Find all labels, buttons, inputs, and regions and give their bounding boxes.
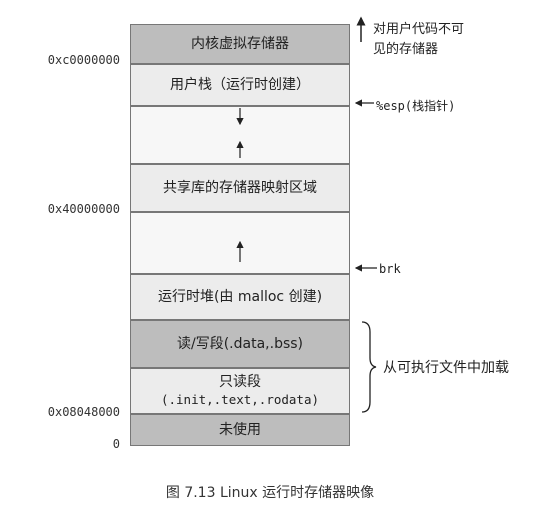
address-shared-base: 0x40000000 [47, 202, 120, 216]
read-write-segment: 读/写段(.data,.bss) [130, 320, 350, 368]
user-stack-label: 用户栈（运行时创建） [170, 77, 310, 93]
runtime-heap-label: 运行时堆(由 malloc 创建) [157, 289, 323, 305]
figure-caption: 图 7.13 Linux 运行时存储器映像 [165, 485, 375, 501]
read-write-label: 读/写段(.data,.bss) [177, 336, 303, 352]
kernel-memory-label: 内核虚拟存储器 [191, 36, 289, 52]
kernel-invisible-note-line2: 见的存储器 [373, 42, 439, 57]
brk-pointer-label: brk [379, 262, 401, 276]
executable-segments-brace [361, 321, 377, 413]
address-zero: 0 [112, 437, 120, 451]
read-only-segment: 只读段 (.init,.text,.rodata) [130, 368, 350, 414]
runtime-heap-segment: 运行时堆(由 malloc 创建) [130, 274, 350, 320]
read-only-sections-label: (.init,.text,.rodata) [160, 392, 320, 407]
unused-segment: 未使用 [130, 414, 350, 446]
kernel-invisible-note-line1: 对用户代码不可 [373, 22, 465, 37]
shared-library-label: 共享库的存储器映射区域 [163, 180, 317, 196]
shared-library-segment: 共享库的存储器映射区域 [130, 164, 350, 212]
kernel-memory-segment: 内核虚拟存储器 [130, 24, 350, 64]
address-text-base: 0x08048000 [47, 405, 120, 419]
unused-label: 未使用 [219, 422, 261, 438]
address-kernel-base: 0xc0000000 [47, 53, 120, 67]
esp-pointer-label: %esp(栈指针) [376, 99, 456, 113]
user-stack-segment: 用户栈（运行时创建） [130, 64, 350, 106]
loaded-from-executable-label: 从可执行文件中加载 [383, 360, 509, 376]
read-only-label: 只读段 [219, 374, 261, 390]
